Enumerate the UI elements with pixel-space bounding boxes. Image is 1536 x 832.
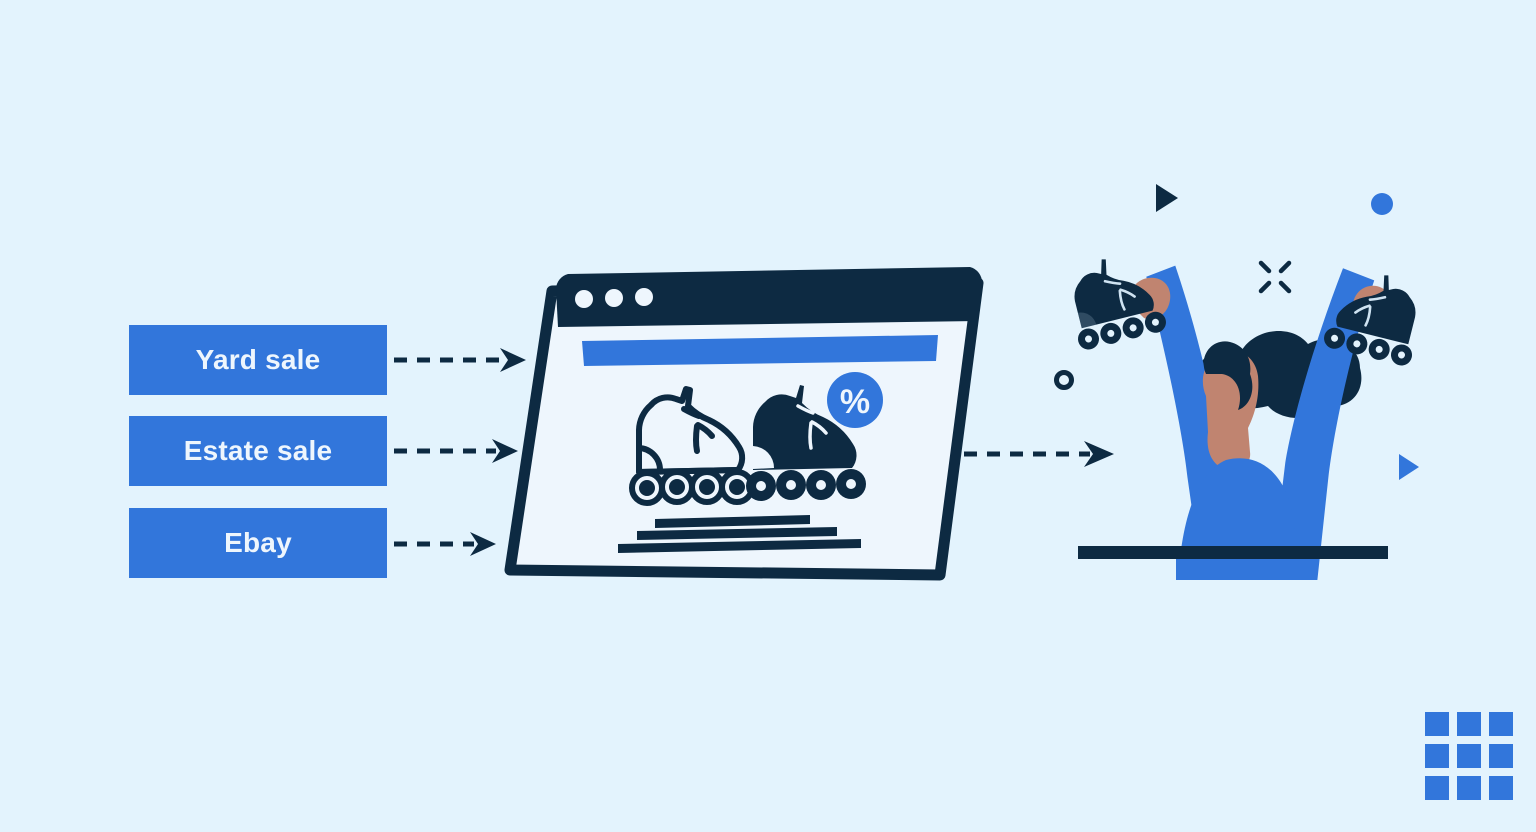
browser-dot-icon[interactable] bbox=[575, 290, 593, 308]
logo-cell bbox=[1489, 744, 1513, 768]
source-button-ebay[interactable]: Ebay bbox=[129, 508, 387, 578]
navy-triangle-icon bbox=[1156, 184, 1178, 212]
sparkle-burst-icon bbox=[1258, 260, 1292, 294]
logo-cell bbox=[1457, 776, 1481, 800]
hair-front bbox=[1203, 341, 1253, 410]
product-skate-filled-icon bbox=[746, 385, 866, 501]
logo-cell bbox=[1457, 712, 1481, 736]
arrow-browser-to-person bbox=[964, 441, 1114, 467]
navy-ring-icon bbox=[1054, 370, 1074, 390]
logo-cell bbox=[1489, 712, 1513, 736]
discount-badge[interactable]: % bbox=[827, 372, 883, 428]
roller-skate-right bbox=[1324, 275, 1416, 366]
source-button-estate-sale[interactable]: Estate sale bbox=[129, 416, 387, 486]
discount-badge-label: % bbox=[840, 383, 870, 421]
browser-window[interactable]: % bbox=[500, 265, 1000, 585]
arrow-estate-sale-to-browser bbox=[394, 439, 518, 463]
torso-base bbox=[1176, 555, 1300, 580]
logo-cell bbox=[1425, 744, 1449, 768]
browser-dot-icon[interactable] bbox=[635, 288, 653, 306]
roller-skate-left bbox=[1074, 259, 1166, 350]
logo-cell bbox=[1425, 712, 1449, 736]
arrow-ebay-to-browser bbox=[394, 532, 496, 556]
source-button-label: Estate sale bbox=[183, 435, 333, 466]
ground-bar bbox=[1078, 546, 1388, 559]
text-placeholder-line bbox=[655, 515, 810, 528]
happy-shopper-illustration bbox=[1074, 259, 1416, 580]
browser-banner-bar bbox=[582, 335, 938, 366]
blue-triangle-icon bbox=[1399, 454, 1419, 480]
source-button-label: Ebay bbox=[224, 527, 292, 558]
text-placeholder-line bbox=[618, 539, 861, 553]
blue-dot-icon bbox=[1371, 193, 1393, 215]
logo-cell bbox=[1489, 776, 1513, 800]
browser-title-bar bbox=[556, 267, 983, 327]
logo-cell bbox=[1457, 744, 1481, 768]
grid-logo[interactable] bbox=[1425, 712, 1513, 800]
source-button-yard-sale[interactable]: Yard sale bbox=[129, 325, 387, 395]
logo-cell bbox=[1425, 776, 1449, 800]
text-placeholder-line bbox=[637, 527, 837, 540]
arrow-yard-sale-to-browser bbox=[394, 348, 526, 372]
source-button-label: Yard sale bbox=[195, 344, 321, 375]
browser-dot-icon[interactable] bbox=[605, 289, 623, 307]
